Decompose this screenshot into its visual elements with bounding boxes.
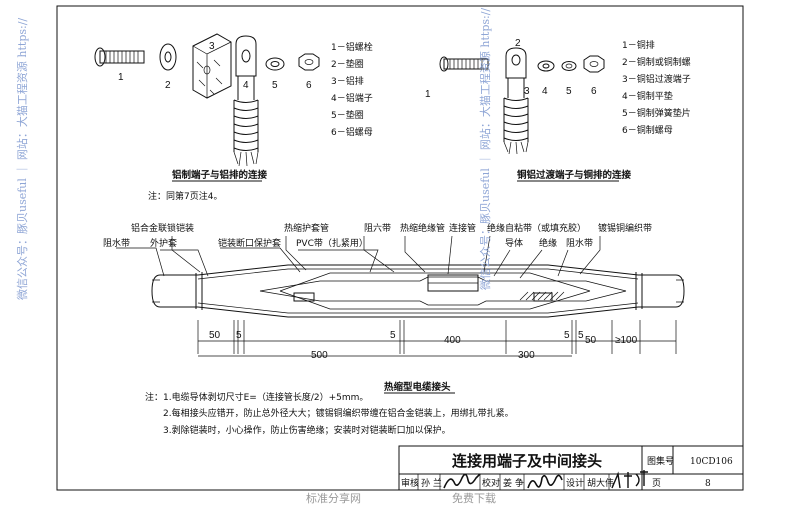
check-label: 校对	[482, 477, 500, 489]
aluminum-bolt-icon	[94, 47, 145, 67]
review-label: 审核	[401, 477, 419, 489]
page-number: 8	[705, 479, 711, 489]
dimension-value: 5	[236, 330, 242, 341]
figure-caption: 热缩型电缆接头	[384, 381, 451, 393]
joint-label: 镀锡铜编织带	[598, 222, 652, 234]
legend-item: 3－铝排	[331, 75, 364, 87]
part-number: 4	[243, 80, 249, 91]
joint-label: 绝缘自粘带（或填充胶）	[487, 222, 586, 234]
washer-icon	[265, 57, 285, 71]
part-number: 3	[524, 86, 530, 97]
designer-name: 胡大伟	[587, 477, 614, 489]
note-line: 注：1.电缆导体剥切尺寸E=（连接管长度/2）+5mm。	[145, 391, 368, 403]
washer-icon	[537, 60, 555, 72]
dimension-value: 5	[578, 330, 584, 341]
joint-label: 绝缘	[539, 237, 557, 249]
aluminum-nut-icon	[298, 53, 320, 71]
joint-label: 热缩护套管	[284, 222, 329, 234]
copper-bolt-icon	[439, 56, 489, 72]
spring-washer-icon	[561, 61, 577, 71]
legend-item: 6－铝螺母	[331, 126, 373, 138]
legend-item: 2－垫圈	[331, 58, 364, 70]
design-label: 设计	[566, 477, 584, 489]
checker-name: 姜 争	[503, 477, 524, 489]
cable-joint-drawing: 铝合金联锁铠装 阻水带 外护套 铠装断口保护套 热缩护套管 PVC带（扎紧用） …	[103, 222, 685, 394]
part-number: 5	[272, 80, 278, 91]
title-block: 连接用端子及中间接头 图集号 10CD106 审核 孙 兰 校对 姜 争 设计 …	[398, 445, 744, 491]
joint-label: 连接管	[449, 222, 476, 234]
page-label: 页	[652, 478, 661, 489]
joint-label: PVC带（扎紧用）	[296, 237, 368, 249]
figure-caption: 铝制端子与铝排的连接	[172, 169, 268, 181]
dimension-value: 400	[444, 335, 461, 346]
joint-label: 阻六带	[364, 222, 391, 234]
legend-item: 4－铝端子	[331, 92, 373, 104]
bottom-watermark-left: 标准分享网	[306, 491, 361, 505]
joint-label: 外护套	[150, 237, 177, 249]
note-line: 3.剥除铠装时，小心操作，防止伤害绝缘；安装时对铠装断口加以保护。	[163, 424, 451, 436]
joint-label: 阻水带	[103, 237, 130, 249]
part-number: 4	[542, 86, 548, 97]
left-parts-figure: 1 2 3 4 5 6 1－铝螺栓 2－垫圈 3－铝排 4－铝端子 5－垫圈 6…	[94, 33, 373, 202]
legend-item: 5－垫圈	[331, 109, 364, 121]
legend-item: 1－铜排	[622, 39, 655, 51]
joint-label: 导体	[505, 237, 523, 249]
reviewer-name: 孙 兰	[421, 477, 442, 489]
dimension-value: 5	[390, 330, 396, 341]
part-number: 3	[209, 41, 215, 52]
part-number: 6	[591, 86, 597, 97]
dimension-value: 500	[311, 350, 328, 361]
legend-item: 3－铜铝过渡端子	[622, 73, 691, 85]
aluminum-terminal-icon	[233, 35, 259, 167]
left-vertical-watermark: 微信公众号：豚贝useful ｜ 网站：大猫工程资源 https://	[15, 18, 29, 300]
drawing-notes: 注：1.电缆导体剥切尺寸E=（连接管长度/2）+5mm。 2.每相接头应错开，防…	[145, 391, 514, 436]
legend-item: 5－铜制弹簧垫片	[622, 107, 691, 119]
part-number: 1	[425, 89, 431, 100]
dimension-value: ≥100	[615, 335, 638, 346]
part-number: 1	[118, 72, 124, 83]
joint-label: 铝合金联锁铠装	[131, 222, 194, 234]
bottom-watermark-right: 免费下载	[452, 491, 496, 505]
washer-icon	[159, 43, 177, 71]
reviewer-signature	[443, 473, 481, 489]
legend-item: 6－铜制螺母	[622, 124, 673, 136]
atlas-number: 10CD106	[690, 457, 733, 467]
aluminum-bar-icon	[192, 33, 232, 99]
designer-signature	[611, 470, 648, 489]
joint-label: 热缩绝缘管	[400, 222, 445, 234]
note-line: 2.每相接头应错开，防止总外径大大；镀锡铜编织带缠在铝合金铠装上，用绑扎带扎紧。	[163, 407, 514, 419]
part-number: 6	[306, 80, 312, 91]
dimension-value: 5	[564, 330, 570, 341]
legend-item: 1－铝螺栓	[331, 41, 373, 53]
joint-label: 铠装断口保护套	[218, 237, 281, 249]
atlas-label: 图集号	[647, 455, 674, 467]
center-vertical-watermark: 微信公众号：豚贝useful ｜ 网站：大猫工程资源 https://	[478, 8, 492, 290]
part-number: 2	[165, 80, 171, 91]
legend-item: 4－铜制平垫	[622, 90, 673, 102]
legend-item: 2－铜制或铜制螺	[622, 56, 691, 68]
figure-note: 注：同第7页注4。	[148, 190, 222, 202]
joint-label: 阻水带	[566, 237, 593, 249]
dimension-value: 50	[209, 330, 221, 341]
right-parts-figure: 1 2 3 4 5 6 1－铜排 2－铜制或铜制螺 3－铜铝过渡端子 4－铜制平…	[425, 38, 691, 182]
figure-caption: 铜铝过渡端子与铜排的连接	[517, 169, 632, 181]
transition-terminal-icon	[503, 47, 529, 155]
part-number: 2	[515, 38, 521, 49]
checker-signature	[527, 474, 563, 489]
part-number: 5	[566, 86, 572, 97]
dimension-value: 50	[585, 335, 597, 346]
drawing-title: 连接用端子及中间接头	[452, 452, 602, 470]
dimension-value: 300	[518, 350, 535, 361]
copper-nut-icon	[583, 55, 605, 73]
